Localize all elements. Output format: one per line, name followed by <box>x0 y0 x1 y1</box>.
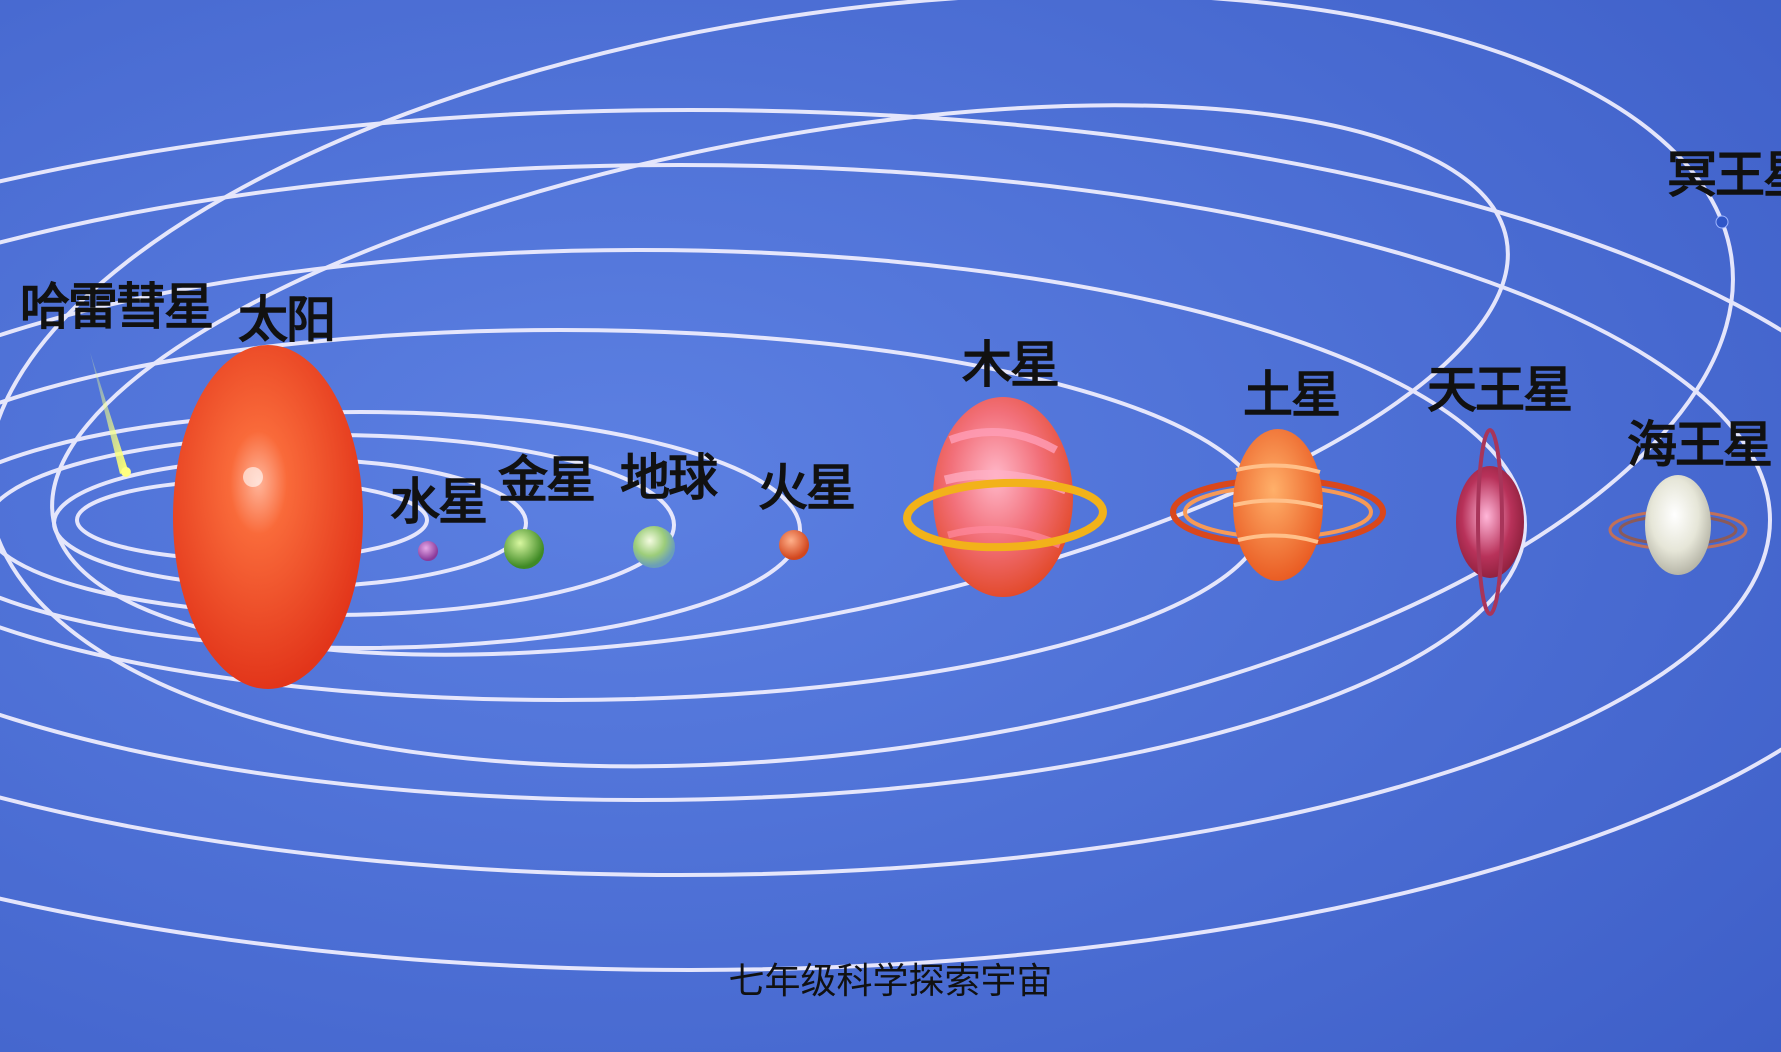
orbit-pluto <box>0 0 1735 769</box>
halley-comet-head <box>121 467 131 477</box>
mars <box>779 530 809 560</box>
halley-comet-tail <box>90 352 128 474</box>
earth <box>633 526 675 568</box>
orbit-halley <box>50 103 1510 657</box>
label-mercury: 水星 <box>390 473 488 531</box>
uranus <box>1456 428 1524 616</box>
label-venus: 金星 <box>498 451 596 509</box>
label-pluto: 冥王星 <box>1667 146 1781 204</box>
orbit-uranus <box>0 163 1772 877</box>
orbit-neptune <box>0 108 1781 972</box>
label-sun: 太阳 <box>238 291 336 349</box>
jupiter <box>903 397 1107 597</box>
label-uranus: 天王星 <box>1427 361 1573 419</box>
label-neptune: 海王星 <box>1627 416 1773 474</box>
sun-highlight <box>243 467 263 487</box>
label-jupiter: 木星 <box>962 336 1060 394</box>
saturn <box>1170 429 1386 581</box>
sun <box>173 345 363 689</box>
venus <box>504 529 544 569</box>
orbit-saturn <box>0 248 1527 802</box>
mercury <box>418 541 438 561</box>
orbit-mars <box>0 410 802 650</box>
pluto <box>1715 215 1729 229</box>
caption: 七年级科学探索宇宙 <box>728 961 1053 1002</box>
label-halley-comet: 哈雷彗星 <box>20 278 214 336</box>
neptune <box>1608 475 1748 575</box>
label-mars: 火星 <box>758 459 856 517</box>
label-saturn: 土星 <box>1243 366 1341 424</box>
label-earth: 地球 <box>620 449 718 507</box>
